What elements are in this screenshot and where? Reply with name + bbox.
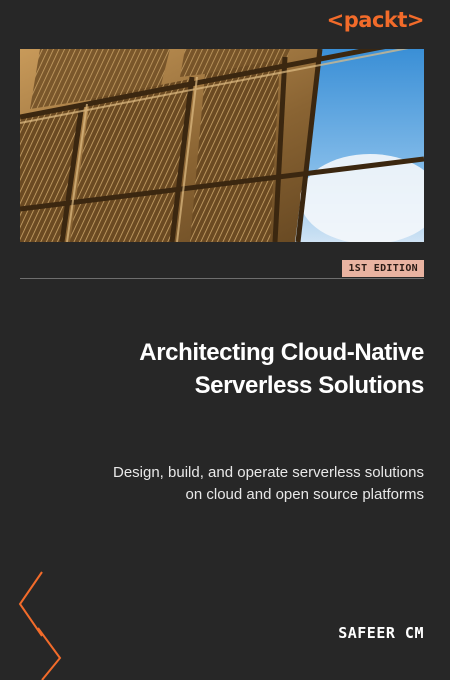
- author-name: SAFEER CM: [338, 624, 424, 642]
- title-line-1: Architecting Cloud-Native: [139, 339, 424, 366]
- divider-line: [20, 278, 424, 279]
- book-subtitle: Design, build, and operate serverless so…: [24, 462, 424, 506]
- chevron-decoration-icon: [18, 571, 62, 680]
- edition-badge: 1ST EDITION: [342, 260, 424, 277]
- book-title: Architecting Cloud-Native Serverless Sol…: [24, 336, 424, 402]
- building-facade-image: [20, 49, 424, 242]
- packt-logo: <packt>: [326, 8, 425, 32]
- cover-photo: [20, 49, 424, 242]
- subtitle-line-1: Design, build, and operate serverless so…: [112, 464, 424, 481]
- title-line-2: Serverless Solutions: [194, 372, 425, 399]
- subtitle-line-2: on cloud and open source platforms: [185, 486, 424, 503]
